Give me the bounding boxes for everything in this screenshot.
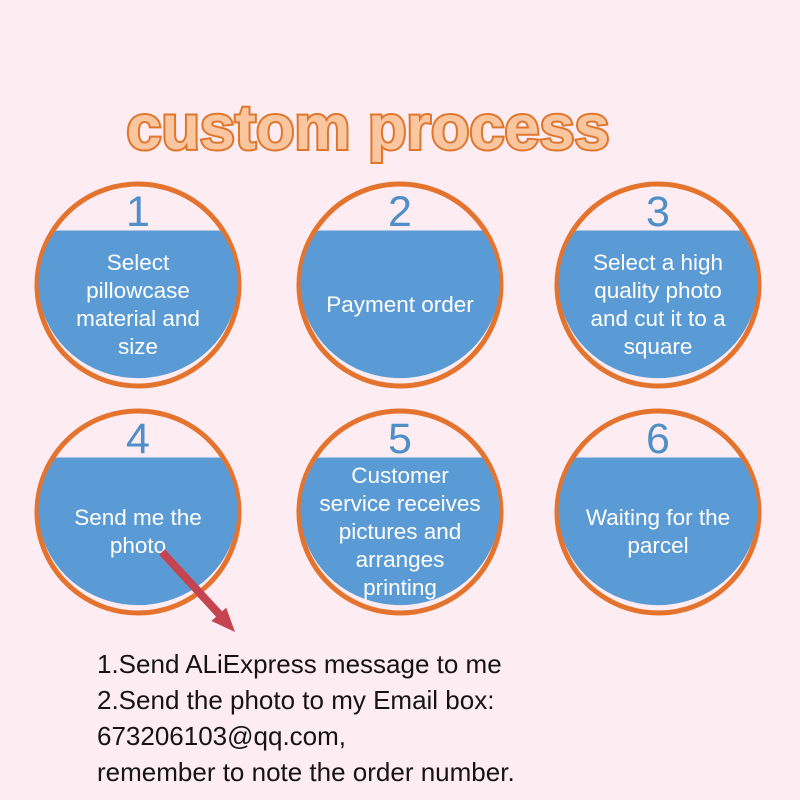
blue-fill-shape xyxy=(300,230,500,379)
step-number: 3 xyxy=(646,188,670,236)
notes-text: 1.Send ALiExpress message to me 2.Send t… xyxy=(97,649,515,787)
step-circle-graphic xyxy=(296,181,504,389)
blue-fill-shape xyxy=(38,230,238,379)
step-number: 6 xyxy=(646,415,670,463)
circle-ring xyxy=(34,408,242,616)
step-label: Customer service receives pictures and a… xyxy=(319,463,481,600)
blue-fill-shape xyxy=(300,457,500,606)
step-number: 2 xyxy=(388,188,412,236)
step-number: 1 xyxy=(126,188,150,236)
circle-ring xyxy=(296,408,504,616)
circle-ring xyxy=(296,181,504,389)
page-title-graphic: custom process xyxy=(124,91,611,165)
step-label: Select pillowcase material and size xyxy=(76,250,200,359)
step-circle-4: 4 Send me the photo xyxy=(33,407,243,617)
step-circle-6: 6 Waiting for the parcel xyxy=(553,407,763,617)
step-circle-5: 5 Customer service receives pictures and… xyxy=(295,407,505,617)
step-label: Select a high quality photo and cut it t… xyxy=(590,250,726,359)
step-circle-graphic xyxy=(34,181,242,389)
step-label: Waiting for the parcel xyxy=(585,505,731,558)
step-circle-graphic xyxy=(554,408,762,616)
step-circle-3: 3 Select a high quality photo and cut it… xyxy=(553,180,763,390)
step-circle-graphic xyxy=(554,181,762,389)
step-label: Payment order xyxy=(326,292,474,317)
step-number: 5 xyxy=(388,415,412,463)
step-label: Send me the photo xyxy=(74,505,202,558)
blue-fill-shape xyxy=(558,230,758,379)
circle-ring xyxy=(554,181,762,389)
step-circle-1: 1 Select pillowcase material and size xyxy=(33,180,243,390)
page-title: custom process xyxy=(126,93,609,163)
circle-ring xyxy=(34,181,242,389)
step-circle-graphic xyxy=(296,408,504,616)
blue-fill-shape xyxy=(558,457,758,606)
step-number: 4 xyxy=(126,415,150,463)
circle-ring xyxy=(554,408,762,616)
step-circle-2: 2 Payment order xyxy=(295,180,505,390)
